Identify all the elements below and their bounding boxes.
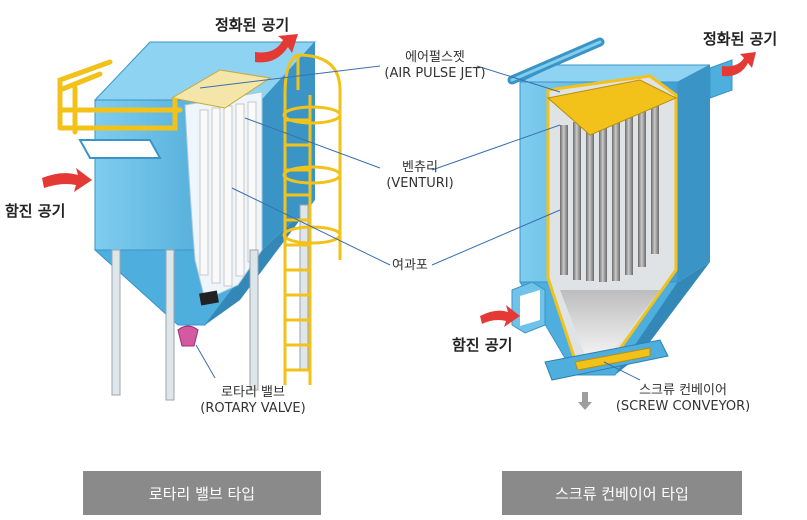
air-pulse-jet-label: 에어펄스젯 (AIR PULSE JET) xyxy=(380,50,490,82)
left-clean-air-label: 정화된 공기 xyxy=(215,16,290,34)
rotary-valve-en: (ROTARY VALVE) xyxy=(200,401,306,416)
rotary-valve-label: 로타리 밸브 (ROTARY VALVE) xyxy=(183,385,323,417)
venturi-en: (VENTURI) xyxy=(386,176,454,191)
right-clean-air-label: 정화된 공기 xyxy=(703,30,778,48)
air-pulse-jet-en: (AIR PULSE JET) xyxy=(384,66,486,81)
rotary-valve-type-button[interactable]: 로타리 밸브 타입 xyxy=(83,471,321,515)
left-railing xyxy=(57,59,183,135)
left-tube-sheet xyxy=(170,69,272,109)
screw-conveyor-type-button[interactable]: 스크류 컨베이어 타입 xyxy=(502,471,742,515)
left-inlet-duct xyxy=(78,139,162,159)
rotary-valve-ko: 로타리 밸브 xyxy=(221,385,285,400)
right-inlet-duct xyxy=(511,281,546,334)
filter-cloth-label: 여과포 xyxy=(392,258,428,273)
right-pulse-headers xyxy=(507,37,605,85)
left-ladder xyxy=(282,53,342,385)
left-leader-lines xyxy=(195,65,391,379)
right-filter-tubes xyxy=(560,104,659,282)
right-leader-lines xyxy=(431,65,641,381)
venturi-ko: 벤츄리 xyxy=(402,160,438,175)
rotary-valve-shape xyxy=(177,290,219,347)
left-filter-bags xyxy=(199,101,257,287)
screw-conveyor-shape xyxy=(544,339,669,410)
right-dirty-air-label: 함진 공기 xyxy=(452,336,513,354)
right-tube-sheet xyxy=(546,79,678,136)
screw-conveyor-en: (SCREW CONVEYOR) xyxy=(615,399,751,414)
air-pulse-jet-ko: 에어펄스젯 xyxy=(405,50,465,65)
right-outlet-duct xyxy=(709,59,733,99)
left-dirty-air-label: 함진 공기 xyxy=(5,202,66,220)
right-clean-air-arrow xyxy=(722,52,756,77)
left-clean-air-arrow xyxy=(255,34,298,63)
screw-conveyor-label: 스크류 컨베이어 (SCREW CONVEYOR) xyxy=(608,383,758,415)
right-dirty-air-arrow xyxy=(480,305,520,327)
left-dirty-air-arrow xyxy=(42,168,92,192)
venturi-label: 벤츄리 (VENTURI) xyxy=(380,160,460,192)
screw-conveyor-ko: 스크류 컨베이어 xyxy=(639,383,727,398)
